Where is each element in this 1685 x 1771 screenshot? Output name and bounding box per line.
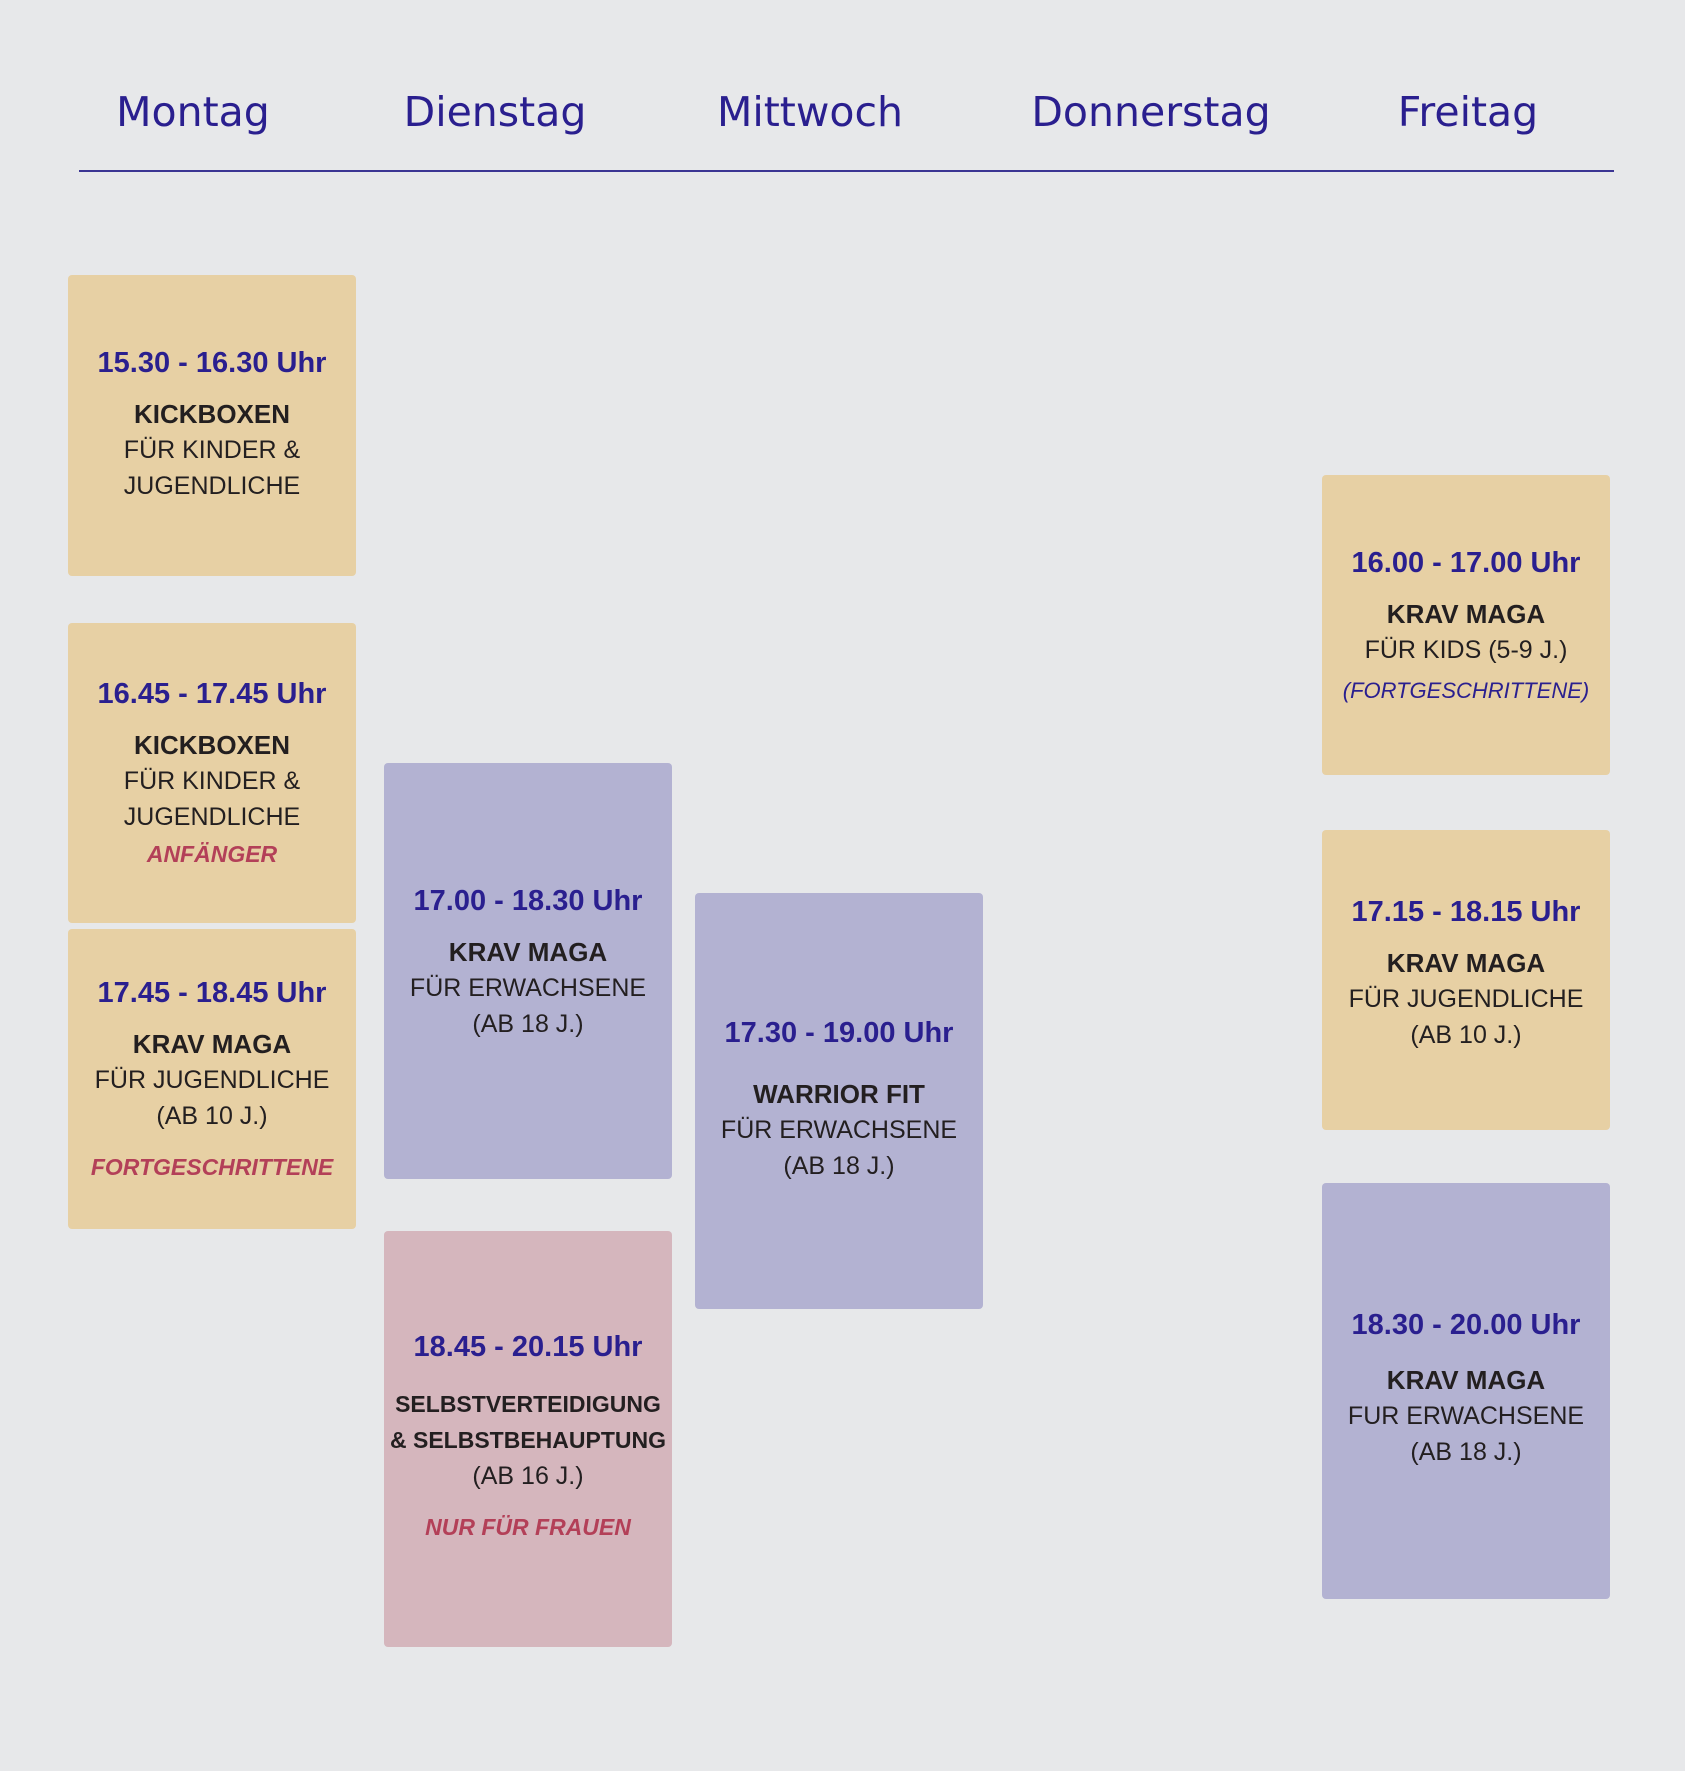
class-time: 17.30 - 19.00 Uhr: [724, 1017, 954, 1049]
class-title: SELBSTVERTEIDIGUNG: [395, 1391, 661, 1417]
class-audience: FÜR ERWACHSENE: [720, 1116, 958, 1144]
class-audience: FÜR ERWACHSENE: [409, 974, 647, 1002]
class-title: KRAV MAGA: [1386, 948, 1546, 978]
class-time: 17.15 - 18.15 Uhr: [1351, 896, 1581, 928]
class-title: WARRIOR FIT: [753, 1079, 925, 1109]
header-divider: [79, 170, 1614, 172]
class-card-freitag-kravmaga-erwachsene[interactable]: 18.30 - 20.00 Uhr KRAV MAGA FUR ERWACHSE…: [1322, 1183, 1610, 1599]
class-audience: (AB 18 J.): [472, 1010, 584, 1038]
class-audience: (AB 16 J.): [472, 1462, 584, 1490]
class-level-note: ANFÄNGER: [146, 841, 278, 867]
class-card-freitag-kravmaga-kids[interactable]: 16.00 - 17.00 Uhr KRAV MAGA FÜR KIDS (5-…: [1322, 475, 1610, 775]
day-freitag: Freitag: [1397, 88, 1539, 136]
class-card-mittwoch-warriorfit[interactable]: 17.30 - 19.00 Uhr WARRIOR FIT FÜR ERWACH…: [695, 893, 983, 1309]
class-audience: JUGENDLICHE: [123, 803, 301, 831]
class-audience: (AB 18 J.): [783, 1152, 895, 1180]
class-title: KRAV MAGA: [132, 1029, 292, 1059]
schedule-header: Montag Dienstag Mittwoch Donnerstag Frei…: [0, 0, 1685, 175]
class-title: KRAV MAGA: [1386, 1365, 1546, 1395]
class-audience: (AB 18 J.): [1410, 1438, 1522, 1466]
class-title: KICKBOXEN: [133, 730, 290, 760]
class-level-note: FORTGESCHRITTENE: [90, 1154, 334, 1180]
class-card-montag-kickboxen-1[interactable]: 15.30 - 16.30 Uhr KICKBOXEN FÜR KINDER &…: [68, 275, 356, 576]
day-donnerstag: Donnerstag: [1031, 88, 1271, 136]
class-audience: FÜR JUGENDLICHE: [1348, 985, 1584, 1013]
class-time: 18.45 - 20.15 Uhr: [413, 1331, 643, 1363]
class-time: 17.00 - 18.30 Uhr: [413, 885, 643, 917]
class-audience: JUGENDLICHE: [123, 472, 301, 500]
class-title: KRAV MAGA: [1386, 598, 1546, 629]
class-card-montag-kickboxen-2[interactable]: 16.45 - 17.45 Uhr KICKBOXEN FÜR KINDER &…: [68, 623, 356, 923]
class-audience: (AB 10 J.): [1410, 1021, 1522, 1049]
class-time: 16.00 - 17.00 Uhr: [1351, 546, 1581, 579]
class-time: 17.45 - 18.45 Uhr: [97, 977, 327, 1009]
class-title: & SELBSTBEHAUPTUNG: [389, 1427, 666, 1453]
class-card-dienstag-selbstverteidigung[interactable]: 18.45 - 20.15 Uhr SELBSTVERTEIDIGUNG & S…: [384, 1231, 672, 1647]
day-montag: Montag: [116, 88, 270, 136]
class-card-dienstag-kravmaga[interactable]: 17.00 - 18.30 Uhr KRAV MAGA FÜR ERWACHSE…: [384, 763, 672, 1179]
class-card-montag-kravmaga[interactable]: 17.45 - 18.45 Uhr KRAV MAGA FÜR JUGENDLI…: [68, 929, 356, 1229]
class-audience: FÜR KINDER &: [123, 436, 301, 464]
class-time: 18.30 - 20.00 Uhr: [1351, 1309, 1581, 1341]
class-audience: FÜR KINDER &: [123, 767, 301, 795]
class-level-note: (FORTGESCHRITTENE): [1342, 677, 1590, 703]
class-time: 16.45 - 17.45 Uhr: [97, 678, 327, 710]
class-level-note: NUR FÜR FRAUEN: [425, 1514, 631, 1540]
class-time: 15.30 - 16.30 Uhr: [97, 347, 327, 379]
class-title: KRAV MAGA: [448, 937, 608, 967]
class-title: KICKBOXEN: [133, 399, 290, 429]
class-audience: (AB 10 J.): [156, 1102, 268, 1130]
day-dienstag: Dienstag: [403, 88, 587, 136]
class-card-freitag-kravmaga-jugend[interactable]: 17.15 - 18.15 Uhr KRAV MAGA FÜR JUGENDLI…: [1322, 830, 1610, 1130]
class-audience: FÜR JUGENDLICHE: [94, 1066, 330, 1094]
class-audience: FUR ERWACHSENE: [1347, 1402, 1585, 1430]
class-audience: FÜR KIDS (5-9 J.): [1364, 635, 1568, 664]
day-mittwoch: Mittwoch: [716, 88, 904, 136]
